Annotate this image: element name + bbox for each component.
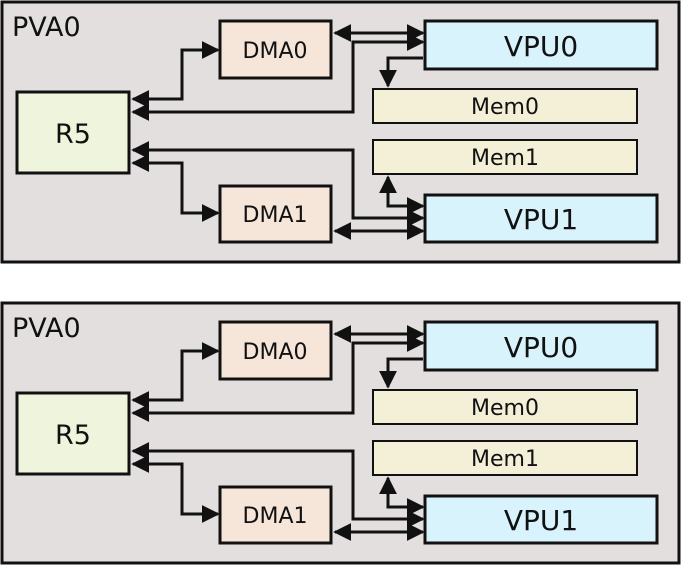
arrow-r5-vpu1: [131, 442, 425, 528]
block-dma0: DMA0: [218, 320, 333, 381]
block-mem0: Mem0: [372, 389, 638, 425]
panel-2: PVA0 R5 DMA0 DMA1 VPU0 VPU1 Mem0 Mem1: [0, 301, 681, 565]
block-mem1: Mem1: [372, 440, 638, 476]
svg-text:Mem1: Mem1: [471, 447, 539, 472]
block-r5: R5: [15, 391, 131, 476]
svg-text:R5: R5: [55, 119, 91, 150]
arrow-r5-vpu0: [131, 33, 425, 121]
block-mem1: Mem1: [372, 139, 638, 175]
svg-text:Mem0: Mem0: [471, 396, 539, 421]
panel-1-title: PVA0: [12, 12, 81, 43]
svg-text:Mem1: Mem1: [471, 146, 539, 171]
arrow-r5-vpu0: [131, 334, 425, 422]
arrow-r5-vpu1: [131, 141, 425, 227]
block-r5: R5: [15, 90, 131, 175]
svg-text:R5: R5: [55, 420, 91, 451]
svg-text:DMA1: DMA1: [243, 504, 308, 529]
block-vpu0: VPU0: [423, 320, 659, 372]
svg-text:VPU0: VPU0: [504, 30, 578, 63]
block-mem0: Mem0: [372, 88, 638, 124]
arrow-vpu0-mem0: [379, 56, 423, 88]
block-vpu1: VPU1: [423, 494, 659, 545]
panel-2-title: PVA0: [12, 313, 81, 344]
connectors: [131, 24, 425, 240]
arrow-vpu0-mem0: [379, 357, 423, 389]
arrow-mem1-vpu1: [379, 175, 425, 215]
svg-text:VPU0: VPU0: [504, 331, 578, 364]
block-dma1: DMA1: [218, 485, 333, 545]
block-vpu1: VPU1: [423, 193, 659, 244]
svg-text:VPU1: VPU1: [504, 203, 578, 236]
block-dma0: DMA0: [218, 19, 333, 80]
connectors: [131, 325, 425, 541]
svg-text:DMA0: DMA0: [243, 39, 308, 64]
panel-1: PVA0 R5 DMA0 DMA1 VPU0 VPU1 Mem0 Mem1: [0, 0, 681, 264]
svg-text:DMA1: DMA1: [243, 203, 308, 228]
svg-text:DMA0: DMA0: [243, 340, 308, 365]
arrow-r5-dma1: [131, 455, 220, 523]
block-vpu0: VPU0: [423, 19, 659, 71]
svg-text:VPU1: VPU1: [504, 504, 578, 537]
block-dma1: DMA1: [218, 184, 333, 244]
arrow-mem1-vpu1: [379, 476, 425, 516]
svg-text:Mem0: Mem0: [471, 95, 539, 120]
arrow-r5-dma1: [131, 154, 220, 222]
